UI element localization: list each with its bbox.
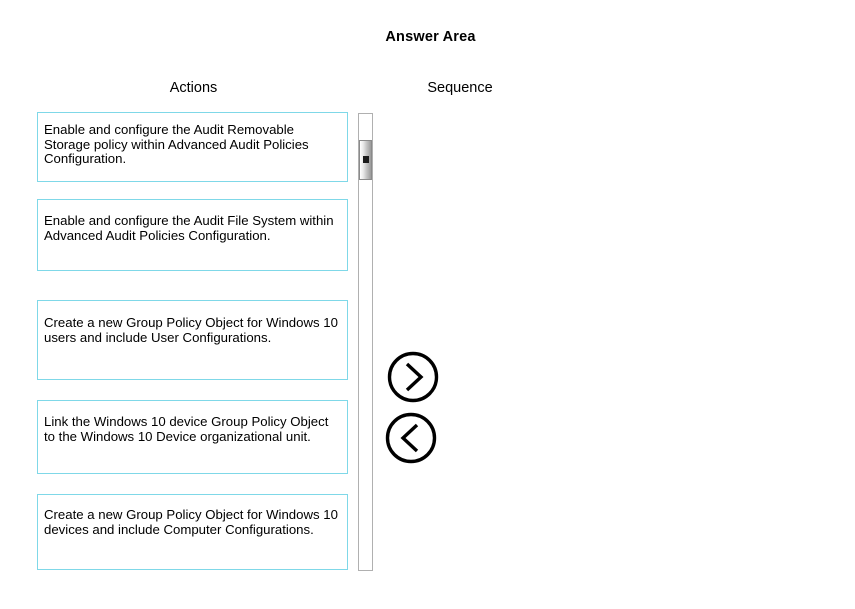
move-left-button[interactable] bbox=[384, 411, 438, 465]
action-card-text: Create a new Group Policy Object for Win… bbox=[44, 507, 338, 537]
action-card-text: Link the Windows 10 device Group Policy … bbox=[44, 414, 329, 444]
action-card[interactable]: Enable and configure the Audit File Syst… bbox=[37, 199, 348, 271]
action-card[interactable]: Enable and configure the Audit Removable… bbox=[37, 112, 348, 182]
action-card[interactable]: Create a new Group Policy Object for Win… bbox=[37, 494, 348, 570]
sequence-drop-area[interactable] bbox=[440, 112, 840, 572]
action-card[interactable]: Create a new Group Policy Object for Win… bbox=[37, 300, 348, 380]
scrollbar-thumb[interactable] bbox=[359, 140, 372, 180]
sequence-column-header: Sequence bbox=[427, 80, 493, 96]
action-card-text: Create a new Group Policy Object for Win… bbox=[44, 315, 338, 345]
chevron-left-circle-icon bbox=[385, 412, 437, 464]
move-right-button[interactable] bbox=[386, 350, 440, 404]
actions-scrollbar[interactable] bbox=[358, 113, 373, 571]
actions-list: Enable and configure the Audit Removable… bbox=[37, 112, 350, 572]
action-card-text: Enable and configure the Audit Removable… bbox=[44, 122, 309, 167]
page-title-text: Answer Area bbox=[385, 29, 476, 45]
action-card[interactable]: Link the Windows 10 device Group Policy … bbox=[37, 400, 348, 474]
page-title: Answer Area bbox=[0, 29, 855, 45]
chevron-right-circle-icon bbox=[387, 351, 439, 403]
actions-column-header: Actions bbox=[169, 80, 218, 96]
action-card-text: Enable and configure the Audit File Syst… bbox=[44, 213, 334, 243]
